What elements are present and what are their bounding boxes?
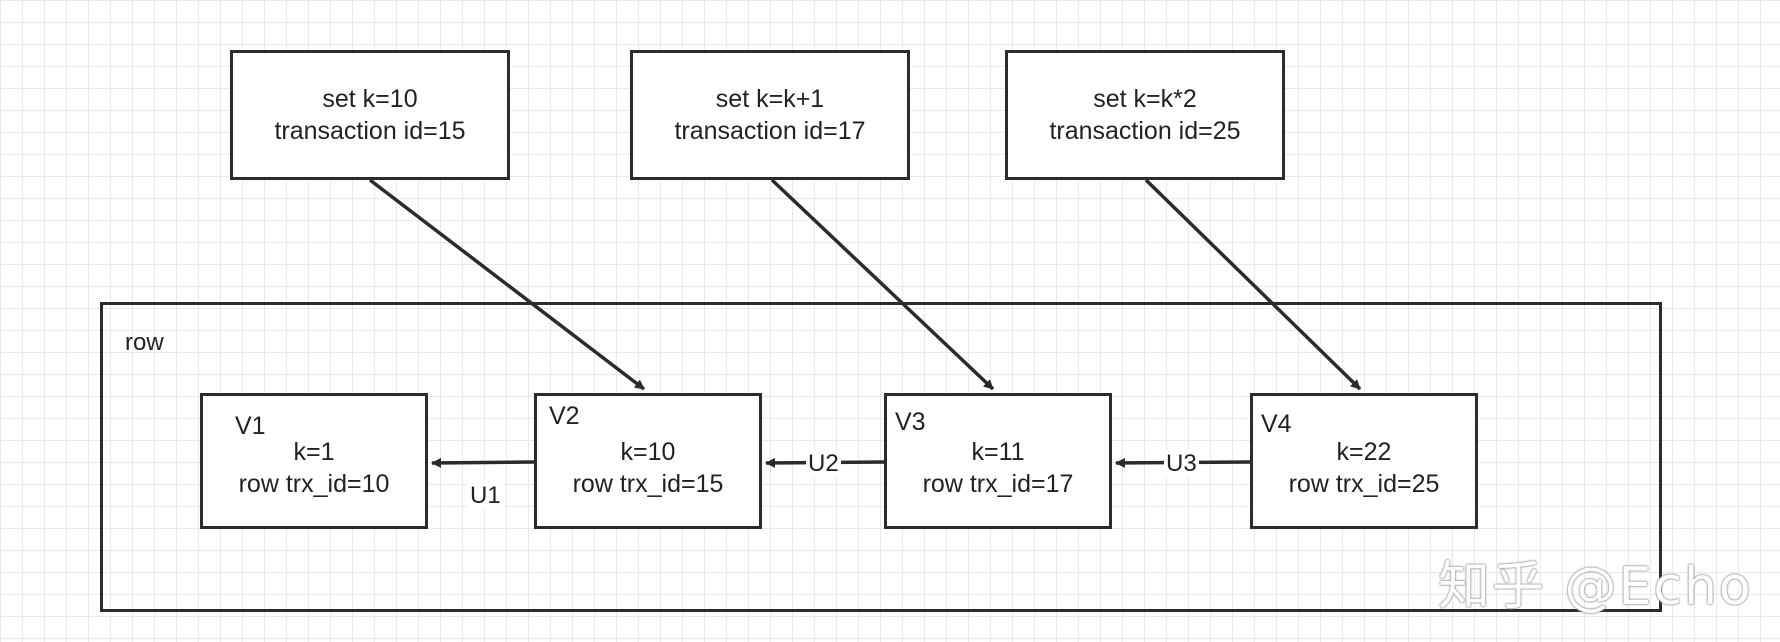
version-trx-id: row trx_id=10 — [238, 470, 390, 498]
version-value: k=1 — [293, 438, 335, 466]
transaction-box-17: set k=k+1 transaction id=17 — [630, 50, 910, 180]
version-trx-id: row trx_id=15 — [572, 470, 724, 498]
undo-label-u1: U1 — [468, 482, 503, 510]
transaction-id: transaction id=17 — [674, 117, 866, 145]
version-tag: V3 — [895, 408, 926, 436]
transaction-statement: set k=k+1 — [715, 85, 825, 113]
undo-label-u3: U3 — [1164, 450, 1199, 478]
version-value: k=22 — [1336, 438, 1392, 466]
transaction-statement: set k=10 — [322, 85, 418, 113]
version-box-v2: V2 k=10 row trx_id=15 — [534, 393, 762, 529]
version-box-v1: V1 k=1 row trx_id=10 — [200, 393, 428, 529]
version-trx-id: row trx_id=17 — [922, 470, 1074, 498]
version-tag: V2 — [549, 402, 580, 430]
transaction-id: transaction id=25 — [1049, 117, 1241, 145]
undo-label-u2: U2 — [806, 450, 841, 478]
version-trx-id: row trx_id=25 — [1288, 470, 1440, 498]
watermark: 知乎 @Echo — [1438, 557, 1753, 617]
version-tag: V4 — [1261, 410, 1292, 438]
version-value: k=10 — [620, 438, 676, 466]
transaction-box-15: set k=10 transaction id=15 — [230, 50, 510, 180]
version-box-v4: V4 k=22 row trx_id=25 — [1250, 393, 1478, 529]
row-label: row — [125, 329, 164, 356]
transaction-id: transaction id=15 — [274, 117, 466, 145]
version-box-v3: V3 k=11 row trx_id=17 — [884, 393, 1112, 529]
transaction-statement: set k=k*2 — [1093, 85, 1197, 113]
version-tag: V1 — [235, 412, 266, 440]
transaction-box-25: set k=k*2 transaction id=25 — [1005, 50, 1285, 180]
version-value: k=11 — [971, 438, 1025, 466]
